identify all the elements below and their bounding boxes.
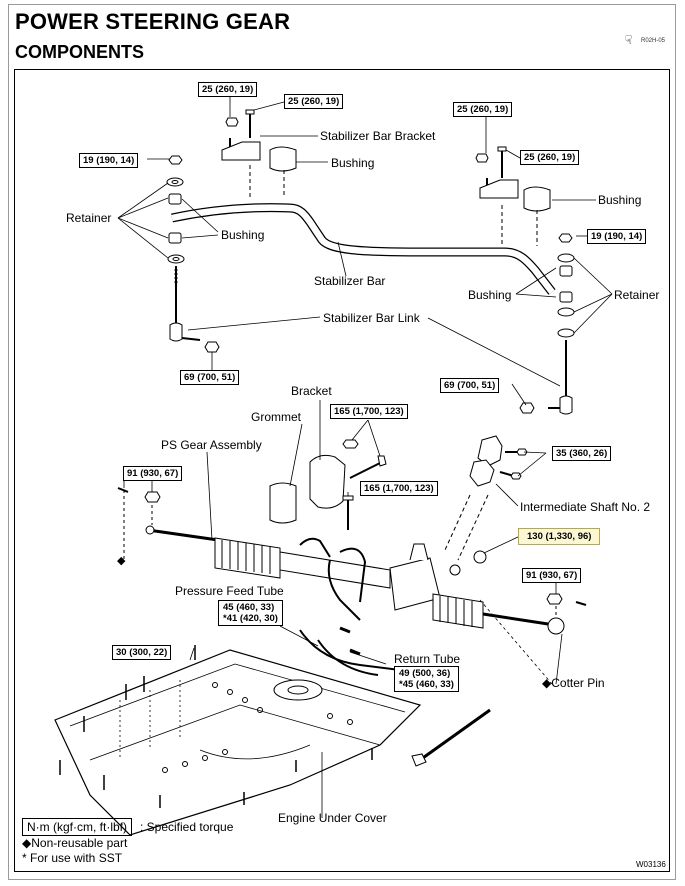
torque-value-sst: *45 (460, 33): [399, 679, 454, 690]
non-reusable-diamond-icon: ◆: [117, 555, 126, 567]
tie-rod-ends-drawing: [117, 487, 587, 618]
torque-box-left-tie-rod: 91 (930, 67): [123, 466, 183, 481]
torque-box-intermediate-shaft: 35 (360, 26): [552, 446, 612, 461]
page-frame: [8, 4, 676, 880]
torque-value-normal: 45 (460, 33): [223, 602, 275, 613]
diagram-area: [14, 69, 670, 872]
label-bushing-top: Bushing: [331, 156, 375, 170]
torque-box-bracket-bolt-1: 165 (1,700, 123): [330, 404, 408, 419]
page-title: POWER STEERING GEAR: [15, 9, 291, 34]
gear-bracket-drawing: [269, 439, 387, 530]
label-stabilizer-bar-bracket: Stabilizer Bar Bracket: [320, 129, 436, 143]
label-intermediate-shaft: Intermediate Shaft No. 2: [520, 500, 651, 514]
engine-under-cover-drawing: [54, 649, 422, 836]
torque-box-bracket-bolt: 25 (260, 19): [284, 94, 344, 109]
legend-unit-description: : Specified torque: [140, 820, 234, 834]
torque-box-right-bracket-nut: 25 (260, 19): [453, 102, 513, 117]
torque-value-normal: 49 (500, 36): [399, 668, 451, 679]
label-return-tube: Return Tube: [394, 652, 461, 666]
label-bushing-right: Bushing: [468, 288, 512, 302]
intermediate-shaft-drawing: [444, 435, 528, 561]
torque-box-under-cover: 30 (300, 22): [112, 645, 172, 660]
torque-box-right-bracket-bolt: 25 (260, 19): [520, 150, 580, 165]
label-retainer-left: Retainer: [66, 211, 112, 225]
torque-box-right-tie-rod: 91 (930, 67): [522, 568, 582, 583]
torque-box-left-link-nut: 19 (190, 14): [79, 153, 139, 168]
reference-code: R02H-05: [641, 38, 666, 44]
label-engine-under-cover: Engine Under Cover: [278, 811, 387, 825]
label-stabilizer-bar: Stabilizer Bar: [314, 274, 386, 288]
legend-sst: * For use with SST: [22, 851, 123, 865]
torque-box-gear-mount-highlighted: 130 (1,330, 96): [518, 528, 601, 545]
torque-value-sst: *41 (420, 30): [223, 613, 278, 624]
torque-box-left-link-lower: 69 (700, 51): [180, 370, 240, 385]
figure-code: W03136: [636, 860, 666, 869]
right-stabilizer-link-drawing: [519, 340, 573, 415]
torque-box-return-tube: 49 (500, 36) *45 (460, 33): [394, 666, 459, 692]
left-stabilizer-link-drawing: [169, 266, 220, 353]
label-stabilizer-bar-link: Stabilizer Bar Link: [323, 311, 420, 325]
right-bushing-stack: [557, 233, 575, 338]
ps-gear-assembly-drawing: [145, 525, 565, 635]
hand-pointer-icon: ☟: [625, 33, 633, 47]
label-cotter-pin: ◆Cotter Pin: [542, 676, 605, 690]
torque-box-bracket-nut: 25 (260, 19): [198, 82, 258, 97]
torque-box-right-link-nut: 19 (190, 14): [587, 229, 647, 244]
label-grommet: Grommet: [251, 410, 302, 424]
tubes-drawing: [299, 626, 401, 676]
legend-non-reusable: ◆Non-reusable part: [22, 836, 128, 850]
label-bushing-right-top: Bushing: [598, 193, 642, 207]
left-bushing-stack: [166, 155, 185, 264]
legend-unit-box: N·m (kgf·cm, ft·lbf): [22, 818, 132, 836]
torque-box-bracket-bolt-2: 165 (1,700, 123): [360, 481, 438, 496]
stabilizer-bar-drawing: [171, 203, 556, 295]
long-bolt-drawing: [411, 708, 491, 767]
torque-box-pressure-feed-tube: 45 (460, 33) *41 (420, 30): [218, 600, 283, 626]
non-reusable-diamond-icon: ◆: [542, 676, 552, 690]
label-bracket: Bracket: [291, 384, 332, 398]
right-bracket-drawing: [475, 146, 551, 246]
label-bushing-left: Bushing: [221, 228, 265, 242]
label-ps-gear-assembly: PS Gear Assembly: [161, 438, 262, 452]
label-pressure-feed-tube: Pressure Feed Tube: [175, 584, 284, 598]
page-subtitle: COMPONENTS: [15, 42, 145, 62]
leader-lines: [117, 96, 613, 818]
label-retainer-right: Retainer: [614, 288, 660, 302]
top-bracket-drawing: [221, 109, 297, 200]
under-cover-bolts: [59, 645, 373, 808]
torque-box-right-link-lower: 69 (700, 51): [440, 378, 500, 393]
